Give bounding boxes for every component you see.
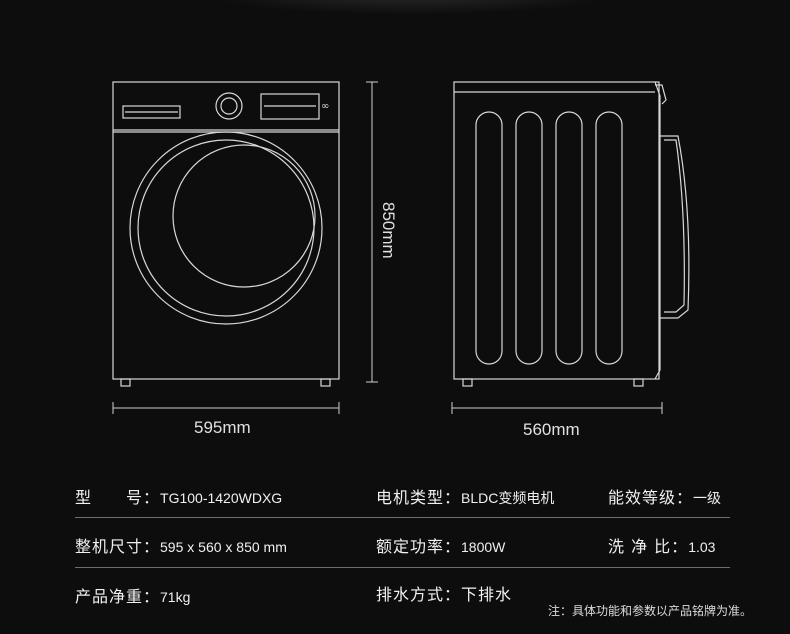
front-foot-right (320, 378, 331, 387)
spec-label: 额定功率： (376, 537, 462, 556)
spec-energy-class: 能效等级：一级 (608, 484, 721, 508)
spec-net-weight: 产品净重：71kg (75, 583, 190, 607)
door-glass (172, 144, 316, 288)
side-foot-left (462, 378, 473, 387)
spec-label: 排水方式： (376, 585, 462, 604)
spec-label: 产品净重： (75, 587, 161, 606)
detergent-drawer (122, 105, 181, 119)
spec-value: 71kg (160, 589, 191, 605)
spec-value: BLDC变频电机 (461, 490, 555, 506)
side-rib-2 (515, 111, 543, 365)
side-door-profile (660, 135, 690, 319)
spec-rated-power: 额定功率：1800W (376, 533, 505, 557)
depth-dimension-label: 560mm (523, 420, 580, 439)
height-dimension-label: 850mm (379, 202, 398, 259)
spec-model: 型 号：TG100-1420WDXG (75, 484, 282, 508)
front-body-outline (112, 81, 340, 380)
side-rib-4 (595, 111, 623, 365)
side-view (453, 81, 690, 387)
spec-divider-2 (75, 567, 730, 568)
spec-value: 595 x 560 x 850 mm (160, 539, 287, 555)
spec-value: 下排水 (461, 585, 513, 604)
washer-line-drawing: ∞ (112, 81, 690, 414)
footnote: 注：具体功能和参数以产品铭牌为准。 (547, 604, 752, 618)
side-foot-right (633, 378, 644, 387)
dimension-lines (112, 81, 663, 414)
spec-label: 整机尺寸： (75, 537, 161, 556)
spec-value: 1800W (461, 539, 506, 555)
spec-dimensions: 整机尺寸：595 x 560 x 850 mm (75, 533, 287, 557)
front-view: ∞ (112, 81, 340, 387)
side-knob-profile (655, 84, 667, 105)
spec-label: 电机类型： (376, 488, 462, 507)
spec-value: 1.03 (688, 539, 716, 555)
spec-label: 型 号： (75, 488, 161, 507)
infinity-logo-icon: ∞ (321, 101, 329, 112)
spec-drain-type: 排水方式：下排水 (376, 581, 512, 605)
spec-motor-type: 电机类型：BLDC变频电机 (376, 484, 554, 508)
spec-divider-1 (75, 517, 730, 518)
top-glow (200, 0, 620, 15)
display-panel (260, 93, 320, 120)
front-foot-left (120, 378, 131, 387)
spec-wash-ratio: 洗 净 比：1.03 (608, 533, 715, 557)
side-body-outline (453, 81, 660, 380)
width-dimension-label: 595mm (194, 418, 251, 437)
side-front-edge (654, 81, 661, 380)
program-knob (215, 92, 243, 120)
spec-value: TG100-1420WDXG (160, 490, 283, 506)
spec-label: 洗 净 比： (608, 537, 689, 556)
side-rib-1 (475, 111, 503, 365)
door-outer-ring (129, 131, 323, 325)
side-rib-3 (555, 111, 583, 365)
spec-label: 能效等级： (608, 488, 694, 507)
spec-value: 一级 (693, 490, 722, 506)
